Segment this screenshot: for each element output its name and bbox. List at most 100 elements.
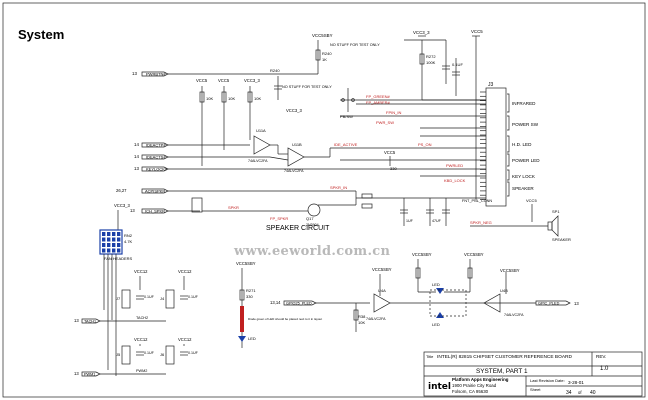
conn-group-speaker: SPEAKER <box>512 186 534 191</box>
led-green-note-bar <box>240 306 244 332</box>
r38-val: 10K <box>358 320 365 325</box>
keylock-label: KEYLOCK# <box>146 167 168 172</box>
res-10k-c: 10K <box>254 96 261 101</box>
jumper-j29 <box>191 197 203 213</box>
j6-ref: J6 <box>160 352 165 357</box>
j3-body <box>485 87 507 207</box>
sheet-number: 34 <box>566 390 572 396</box>
vcc5sby-label-top: VCC5SBY <box>312 33 333 38</box>
company-name: Platform Apps Engineering <box>452 377 509 382</box>
fan-cap-a: 0.1UF <box>144 295 155 299</box>
vcc5-a: VCC5 <box>196 78 208 83</box>
vcc3-a: VCC3_3 <box>244 78 260 83</box>
standby-led-circuit: VCC5SBY R271 330 Diode green of LED shou… <box>236 261 322 348</box>
speaker-ref: SP1 <box>552 209 560 214</box>
vcc5-b: VCC5 <box>218 78 230 83</box>
kbd-lock-net: KBD_LOCK <box>444 178 466 183</box>
q17-ref: Q17 <box>306 216 314 221</box>
u4a-gate <box>373 293 391 313</box>
gpio-ref: 13,14 <box>270 300 281 305</box>
conn-group-power-sw: POWER SW <box>512 122 539 127</box>
led-pullup-resistors: VCC5 VCC5 VCC3_3 10K 10K 10K VCC3_3 <box>196 78 302 166</box>
fan-cap-c: 0.1UF <box>144 351 155 355</box>
acpispkr-ref: 26,27 <box>116 188 127 193</box>
cap-47uf: 47UF <box>432 219 442 223</box>
cap-top-val: 0.1UF <box>452 62 463 67</box>
acpispkr-label: ACPISPKR <box>145 189 165 194</box>
led2a-icon <box>436 288 444 294</box>
r272-body <box>419 53 425 65</box>
u11b-ref: U11B <box>292 142 302 147</box>
rn2-cell <box>102 232 106 236</box>
fan-cap-b: 0.1UF <box>188 295 199 299</box>
rn2-cell <box>112 248 116 253</box>
ps-on-net: PS_ON <box>418 142 432 147</box>
revision-date: 3-28-01 <box>568 380 584 385</box>
fp-green-label: FP_GREEN# <box>366 94 391 99</box>
sheet-name: SYSTEM, PART 1 <box>476 368 528 375</box>
ide-pri-label: IDEACTP# <box>146 143 166 148</box>
j3-ref: J3 <box>488 82 494 88</box>
no-stuff-note-1: NO STUFF FOR TEST ONLY <box>330 43 380 47</box>
rn2-cell <box>117 248 121 253</box>
rev-value: 1.0 <box>600 366 609 372</box>
u4b-part: 74ALVC2FA <box>504 313 524 317</box>
u11a-gate <box>253 135 271 155</box>
rn2-cell <box>107 232 111 236</box>
title-block: Title INTEL(R) 82815 CHIPSET CUSTOMER RE… <box>423 351 643 397</box>
page-title: System <box>18 27 65 42</box>
vcc3-b: VCC3_3 <box>286 108 302 113</box>
cap-1uf: 1UF <box>406 219 414 223</box>
u4a-ref: U4A <box>378 288 386 293</box>
tach1-label: TACH1 <box>84 320 96 324</box>
speaker-circuit: 26,27 ACPISPKR 13 ICH_SPKR SPKR Q17 2N39… <box>116 185 571 242</box>
conn-group-infrared: INFRARED <box>512 101 536 106</box>
no-stuff-note-2: NO STUFF FOR TEST ONLY <box>282 85 332 89</box>
gpio25-label: GPIO25_PLED <box>286 302 312 306</box>
tach1-ref: 13 <box>74 318 79 323</box>
rn2-cell <box>107 248 111 253</box>
led2a-label: LED <box>432 282 440 287</box>
no-stuff-section: VCC5SBY R240 1K NO STUFF FOR TEST ONLY R… <box>168 33 380 100</box>
vcc12-d: VCC12 <box>178 337 192 342</box>
pwrbtn-net: 13 PWRBTN# <box>132 71 169 77</box>
r272-val: 100K <box>426 60 436 65</box>
address-line-2: Folsom, CA 95630 <box>452 389 489 394</box>
pwr-sw-net: PWR_SW <box>376 120 394 125</box>
u11a-part: 74ALVC2FA <box>248 159 268 163</box>
speaker-circuit-note: SPEAKER CIRCUIT <box>266 225 330 232</box>
pushbutton-switch: PB/SW FP_GREEN# FP_AMBER# FPIN_IN <box>340 88 486 119</box>
conn-pin-label: FNT_PNL_CONN <box>462 199 492 203</box>
conn-group-hd-led: H.D. LED <box>512 142 532 147</box>
vcc5-rail-right: VCC5 <box>471 29 486 200</box>
vcc12-a: VCC12 <box>134 269 148 274</box>
rn2-ref: RN2 <box>124 233 133 238</box>
conn-group-power-led: POWER LED <box>512 158 540 163</box>
top-resistors: VCC3_3 R272 100K 0.1UF <box>404 30 486 101</box>
revised-label: Last Revision Date: <box>530 378 565 383</box>
vcc5sby-d: VCC5SBY <box>464 252 484 257</box>
ide-active-net: IDE_ACTIVE <box>334 142 358 147</box>
fpin-in-label: FPIN_IN <box>386 110 401 115</box>
vcc12-c: VCC12 <box>134 337 148 342</box>
pwrled-net: PWRLED <box>446 163 463 168</box>
pwrbtn-label: PWRBTN# <box>146 72 166 77</box>
vcc5-speaker: VCC5 <box>526 198 537 203</box>
vcc5-label-right: VCC5 <box>471 29 483 34</box>
spkr-net: SPKR <box>228 205 239 210</box>
rn2-cell <box>117 237 121 242</box>
vcc5sby-a: VCC5SBY <box>236 261 256 266</box>
ide-pri-ref: 14 <box>134 142 139 147</box>
vcc3-label-top: VCC3_3 <box>413 30 430 35</box>
rn2-cell <box>112 237 116 242</box>
pwm2-label: PWM2 <box>136 369 147 373</box>
ichspkr-ref: 13 <box>130 208 135 213</box>
speaker-body <box>547 221 553 231</box>
rev-label: REV. <box>596 354 606 359</box>
r272-ref: R272 <box>426 54 436 59</box>
res-10k-b: 10K <box>228 96 235 101</box>
rn2-cell <box>117 243 121 247</box>
ide-sec-label: IDEACTS# <box>146 155 166 160</box>
